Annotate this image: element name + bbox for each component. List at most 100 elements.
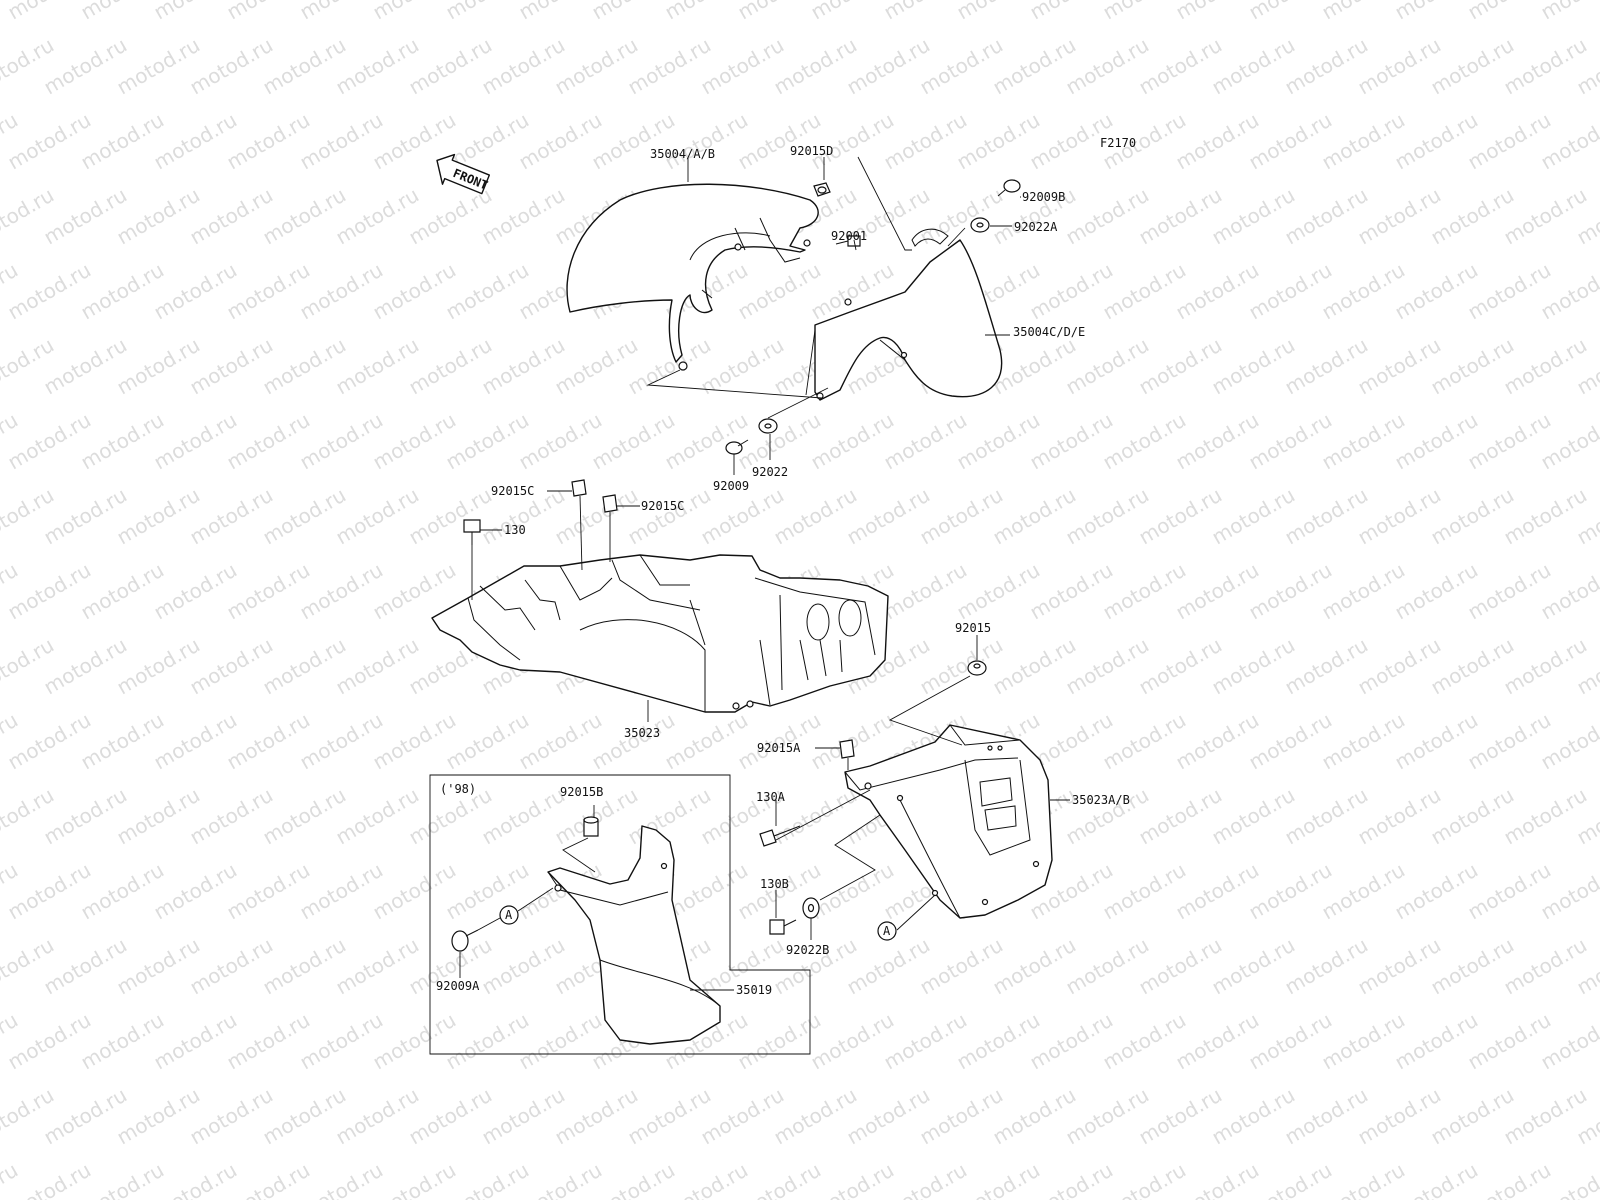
watermark-text: motod.ru — [1135, 33, 1226, 100]
watermark-text: motod.ru — [1281, 483, 1372, 550]
watermark-text: motod.ru — [989, 483, 1080, 550]
watermark-text: motod.ru — [1062, 33, 1153, 100]
watermark-text: motod.ru — [478, 933, 569, 1000]
watermark-text: motod.ru — [150, 708, 241, 775]
watermark-text: motod.ru — [478, 333, 569, 400]
watermark-text: motod.ru — [405, 1083, 496, 1150]
nut-92015-icon — [967, 660, 987, 676]
watermark-text: motod.ru — [4, 858, 95, 925]
watermark-text: motod.ru — [1245, 108, 1336, 175]
washer-92022b-icon — [802, 897, 820, 919]
watermark-text: motod.ru — [1500, 633, 1591, 700]
watermark-text: motod.ru — [40, 33, 131, 100]
watermark-text: motod.ru — [1427, 183, 1518, 250]
bolt-130b-icon — [769, 919, 797, 935]
watermark-text: motod.ru — [880, 1008, 971, 1075]
watermark-text: motod.ru — [223, 408, 314, 475]
watermark-text: motod.ru — [296, 708, 387, 775]
inset-98-box: ('98) A — [429, 774, 811, 1055]
watermark-text: motod.ru — [1500, 33, 1591, 100]
watermark-text: motod.ru — [515, 108, 606, 175]
watermark-text: motod.ru — [1208, 933, 1299, 1000]
watermark-text: motod.ru — [1427, 933, 1518, 1000]
watermark-text: motod.ru — [1354, 483, 1445, 550]
watermark-text: motod.ru — [734, 258, 825, 325]
watermark-text: motod.ru — [734, 108, 825, 175]
watermark-text: motod.ru — [4, 708, 95, 775]
watermark-text: motod.ru — [1391, 108, 1482, 175]
watermark-text: motod.ru — [259, 783, 350, 850]
watermark-text: motod.ru — [1062, 633, 1153, 700]
watermark-text: motod.ru — [77, 108, 168, 175]
watermark-text: motod.ru — [1500, 183, 1591, 250]
label-130b: 130B — [760, 877, 789, 891]
front-fender-front-section — [566, 183, 819, 371]
washer-92022-icon — [758, 418, 778, 434]
watermark-text: motod.ru — [953, 108, 1044, 175]
watermark-text: motod.ru — [296, 558, 387, 625]
watermark-text: motod.ru — [1172, 108, 1263, 175]
watermark-text: motod.ru — [953, 408, 1044, 475]
watermark-text: motod.ru — [113, 183, 204, 250]
nut-92015d-icon — [813, 182, 831, 197]
watermark-text: motod.ru — [1208, 183, 1299, 250]
watermark-text: motod.ru — [113, 1083, 204, 1150]
watermark-text: motod.ru — [405, 333, 496, 400]
watermark-text: motod.ru — [843, 483, 934, 550]
label-35023: 35023 — [624, 726, 660, 740]
watermark-text: motod.ru — [1318, 1008, 1409, 1075]
watermark-text: motod.ru — [186, 633, 277, 700]
label-92015d: 92015D — [790, 144, 833, 158]
flap-35019 — [547, 825, 721, 1045]
watermark-text: motod.ru — [332, 33, 423, 100]
label-92015c-right: 92015C — [641, 499, 684, 513]
watermark-text: motod.ru — [1500, 333, 1591, 400]
watermark-text: motod.ru — [332, 633, 423, 700]
watermark-text: motod.ru — [1354, 333, 1445, 400]
watermark-text: motod.ru — [916, 933, 1007, 1000]
watermark-text: motod.ru — [1500, 483, 1591, 550]
watermark-text: motod.ru — [1318, 558, 1409, 625]
watermark-text: motod.ru — [405, 33, 496, 100]
watermark-text: motod.ru — [843, 1083, 934, 1150]
watermark-text: motod.ru — [369, 858, 460, 925]
watermark-text: motod.ru — [77, 858, 168, 925]
watermark-text: motod.ru — [551, 333, 642, 400]
watermark-text: motod.ru — [150, 558, 241, 625]
label-35023a-b: 35023A/B — [1072, 793, 1130, 807]
watermark-text: motod.ru — [259, 333, 350, 400]
watermark-text: motod.ru — [1464, 258, 1555, 325]
watermark-text: motod.ru — [1391, 858, 1482, 925]
watermark-text: motod.ru — [1135, 183, 1226, 250]
watermark-text: motod.ru — [332, 783, 423, 850]
watermark-text: motod.ru — [40, 183, 131, 250]
watermark-text: motod.ru — [1026, 258, 1117, 325]
watermark-text: motod.ru — [40, 933, 131, 1000]
nut-92015c-right-icon — [602, 494, 618, 513]
watermark-text: motod.ru — [478, 1083, 569, 1150]
watermark-text: motod.ru — [1245, 258, 1336, 325]
watermark-text: motod.ru — [1354, 783, 1445, 850]
watermark-text: motod.ru — [880, 408, 971, 475]
watermark-text: motod.ru — [1354, 633, 1445, 700]
watermark-text: motod.ru — [1099, 708, 1190, 775]
label-92009a: 92009A — [436, 979, 480, 993]
rear-lower-leader-lines — [775, 635, 1070, 940]
watermark-text: motod.ru — [77, 1008, 168, 1075]
watermark-text: motod.ru — [442, 1008, 533, 1075]
watermark-text: motod.ru — [624, 1083, 715, 1150]
watermark-text: motod.ru — [77, 408, 168, 475]
watermark-text: motod.ru — [1281, 633, 1372, 700]
watermark-text: motod.ru — [1245, 1008, 1336, 1075]
watermark-text: motod.ru — [1500, 933, 1591, 1000]
watermark-text: motod.ru — [369, 708, 460, 775]
nut-92015a-icon — [839, 739, 855, 759]
watermark-text: motod.ru — [1318, 708, 1409, 775]
label-130a: 130A — [756, 790, 786, 804]
watermark-text: motod.ru — [916, 33, 1007, 100]
watermark-text: motod.ru — [442, 408, 533, 475]
watermark-text: motod.ru — [551, 33, 642, 100]
watermark-text: motod.ru — [40, 483, 131, 550]
watermark-text: motod.ru — [916, 483, 1007, 550]
